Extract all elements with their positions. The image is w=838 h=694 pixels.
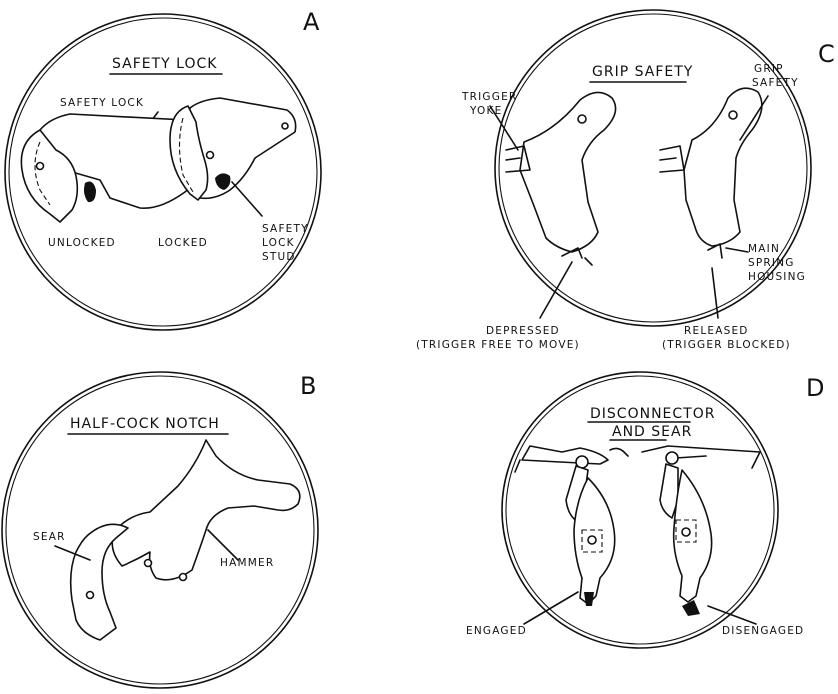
panel-d-title-2: AND SEAR	[612, 424, 692, 440]
hammer-label: HAMMER	[220, 557, 274, 569]
released-note: (TRIGGER BLOCKED)	[662, 339, 791, 351]
safety-lock-locked	[169, 97, 297, 201]
panel-c-letter: C	[818, 40, 835, 68]
grip-safety-label-1: GRIP	[754, 63, 784, 75]
panel-b: B HALF-COCK NOTCH SEAR HAMMER	[1, 371, 319, 689]
sear-label: SEAR	[33, 531, 66, 543]
stud-label-2: LOCK	[262, 237, 295, 249]
safety-lock-label: SAFETY LOCK	[60, 97, 144, 109]
trigger-yoke-label-2: YOKE	[469, 105, 502, 117]
panel-b-title: HALF-COCK NOTCH	[70, 416, 220, 432]
panel-c-title: GRIP SAFETY	[592, 64, 693, 80]
panel-d-title-1: DISCONNECTOR	[590, 406, 715, 422]
housing-label-2: SPRING	[748, 257, 795, 269]
sear	[69, 523, 129, 641]
stud-label-3: STUD	[262, 251, 296, 263]
panel-d-letter: D	[806, 374, 824, 402]
stud-label-1: SAFETY	[262, 223, 309, 235]
panel-a-letter: A	[303, 8, 320, 36]
panel-a-title: SAFETY LOCK	[112, 56, 217, 72]
disengaged-label: DISENGAGED	[722, 625, 804, 637]
disconnector-disengaged	[659, 451, 713, 616]
housing-label-1: MAIN	[748, 243, 780, 255]
disconnector-engaged	[565, 455, 616, 606]
grip-safety-released	[659, 87, 763, 259]
panel-c: C GRIP SAFETY TRIGGER YOKE GRIP SAFETY	[416, 9, 835, 351]
locked-label: LOCKED	[158, 237, 208, 249]
depressed-note: (TRIGGER FREE TO MOVE)	[416, 339, 580, 351]
grip-safety-depressed	[505, 91, 617, 266]
engaged-label: ENGAGED	[466, 625, 527, 637]
grip-safety-label-2: SAFETY	[752, 77, 799, 89]
panel-d: D DISCONNECTOR AND SEAR	[466, 371, 824, 649]
panel-b-letter: B	[300, 372, 316, 400]
trigger-yoke-label-1: TRIGGER	[461, 91, 517, 103]
depressed-label: DEPRESSED	[486, 325, 560, 337]
panel-a: A SAFETY LOCK SAFETY LOCK UNLOCKED LOCKE…	[4, 8, 322, 331]
hammer	[111, 439, 301, 582]
unlocked-label: UNLOCKED	[48, 237, 116, 249]
housing-label-3: HOUSING	[748, 271, 806, 283]
released-label: RELEASED	[684, 325, 749, 337]
